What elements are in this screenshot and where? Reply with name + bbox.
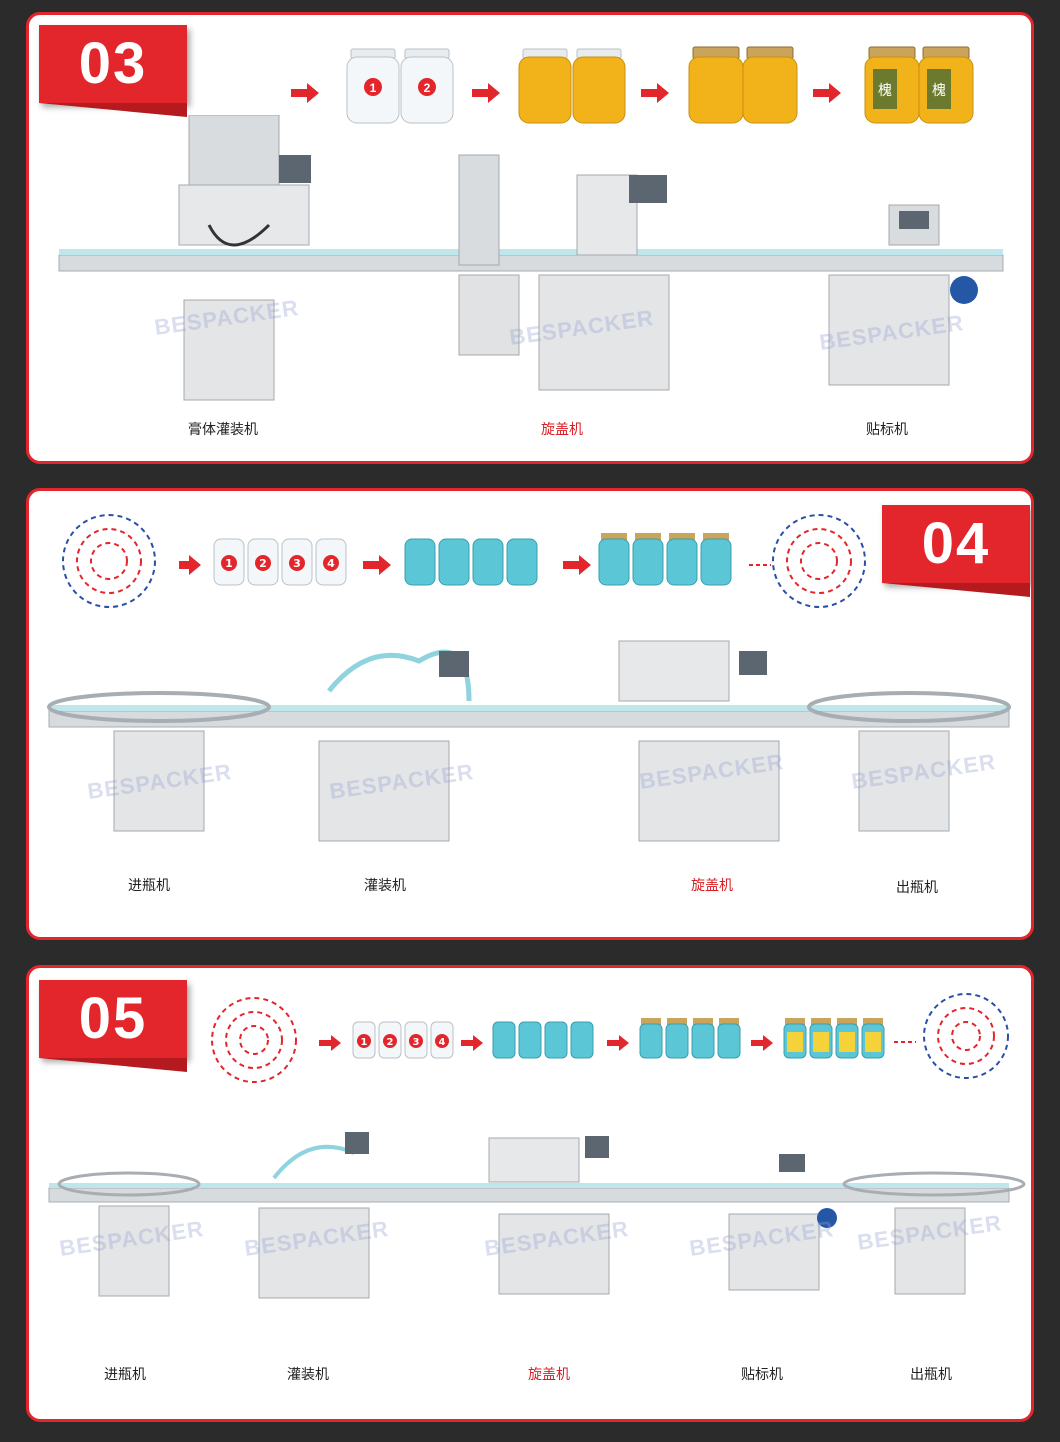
empty-jar-icon [346,48,454,124]
machine-label-highlight: 旋盖机 [541,422,583,438]
process-flow-04: 1 2 3 4 [62,514,866,608]
process-flow-03: 1 2 槐 槐 [291,46,974,124]
jar-number: 1 [361,1037,368,1048]
production-line-05 [48,1132,1026,1299]
jar-number: 3 [413,1037,420,1048]
capped-honey-jar-icon [688,46,798,124]
step-badge-04: 04 [882,505,1030,597]
jar-number: 4 [439,1037,446,1048]
jar-number: 2 [259,557,267,570]
jar-number: 4 [327,557,335,570]
machine-label-highlight: 旋盖机 [528,1367,570,1383]
jar-number: 2 [387,1037,394,1048]
panel-05: 05 1 2 3 4 [26,965,1034,1422]
labeled-honey-jar-icon [864,46,974,124]
flow-arrow-icon [179,555,771,575]
jar-number: 2 [424,81,431,95]
labeled-blue-jar-icon [783,1018,885,1059]
jar-label-text: 槐 [878,83,892,99]
flow-arrow-icon [319,1035,916,1051]
jar-number: 3 [293,557,301,570]
blue-liquid-jar-icon [404,538,538,586]
empty-jar-icon [352,1021,454,1059]
machine-label: 灌装机 [287,1367,329,1383]
machine-label: 贴标机 [741,1367,783,1383]
capped-blue-jar-icon [639,1018,741,1059]
jar-number: 1 [225,557,233,570]
turntable-spiral-icon [211,993,1009,1083]
panel-04: 04 1 2 3 4 [26,488,1034,940]
step-badge-05: 05 [39,980,187,1072]
honey-jar-icon [518,48,626,124]
machine-label: 进瓶机 [128,878,170,894]
turntable-spiral-icon [62,514,866,608]
machine-label: 出瓶机 [910,1367,952,1383]
machine-label-highlight: 旋盖机 [691,878,733,894]
production-line-03 [58,115,1004,401]
production-line-04 [47,640,1011,842]
flow-arrow-icon [291,83,841,103]
machine-label: 出瓶机 [896,880,938,896]
machine-label: 膏体灌装机 [188,422,258,438]
capped-blue-jar-icon [598,533,732,586]
panel-03: 03 1 2 [26,12,1034,464]
step-badge-03: 03 [39,25,187,117]
blue-liquid-jar-icon [492,1021,594,1059]
machine-label: 贴标机 [866,422,908,438]
machine-label: 进瓶机 [104,1367,146,1383]
machine-label: 灌装机 [364,878,406,894]
jar-label-text: 槐 [932,83,946,99]
jar-number: 1 [370,81,377,95]
process-flow-05: 1 2 3 4 [211,993,1009,1083]
